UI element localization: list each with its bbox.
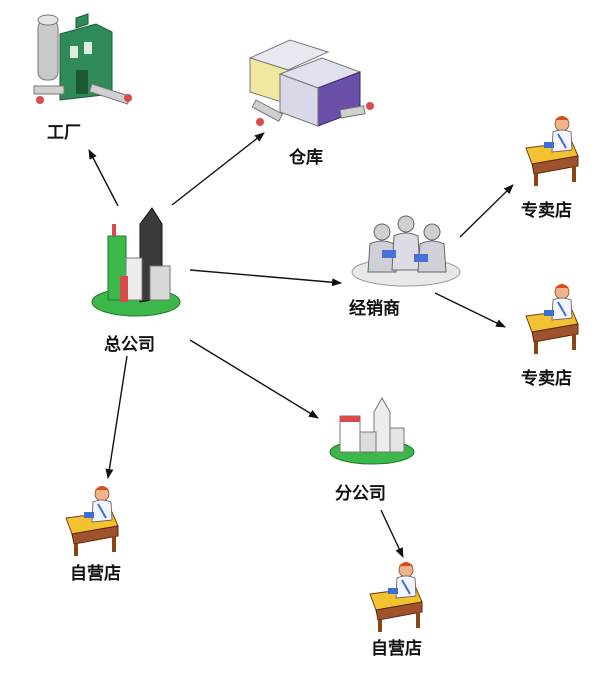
- edge-distributor-specialty2: [434, 292, 506, 328]
- warehouse-label: 仓库: [289, 148, 323, 168]
- specialty-store-2-clerk-icon: [525, 283, 579, 355]
- branch-building-icon: [329, 396, 415, 465]
- own-store-2-label: 自营店: [371, 639, 422, 659]
- specialty-store-1-label: 专卖店: [521, 201, 572, 221]
- edge-branch-ownstore2: [380, 509, 404, 558]
- factory-label: 工厂: [47, 123, 81, 143]
- edge-hq-branch: [189, 339, 319, 419]
- edge-hq-ownstore1: [105, 355, 128, 479]
- edge-distributor-specialty1: [459, 184, 514, 238]
- factory-icon: [33, 13, 132, 105]
- edge-hq-warehouse: [171, 132, 265, 206]
- edges: [88, 132, 514, 558]
- headquarters-label: 总公司: [104, 335, 155, 355]
- specialty-store-2-label: 专卖店: [521, 369, 572, 389]
- headquarters-building-icon: [91, 207, 181, 317]
- specialty-store-1-clerk-icon: [525, 115, 579, 187]
- branch-company-label: 分公司: [335, 484, 386, 504]
- warehouse-icon: [248, 39, 374, 127]
- edge-hq-distributor: [189, 269, 342, 287]
- edge-hq-factory: [88, 149, 119, 207]
- own-store-1-label: 自营店: [70, 564, 121, 584]
- own-store-1-clerk-icon: [65, 485, 119, 557]
- own-store-2-clerk-icon: [369, 561, 423, 633]
- distributor-people-icon: [351, 215, 461, 287]
- distributor-label: 经销商: [349, 299, 400, 319]
